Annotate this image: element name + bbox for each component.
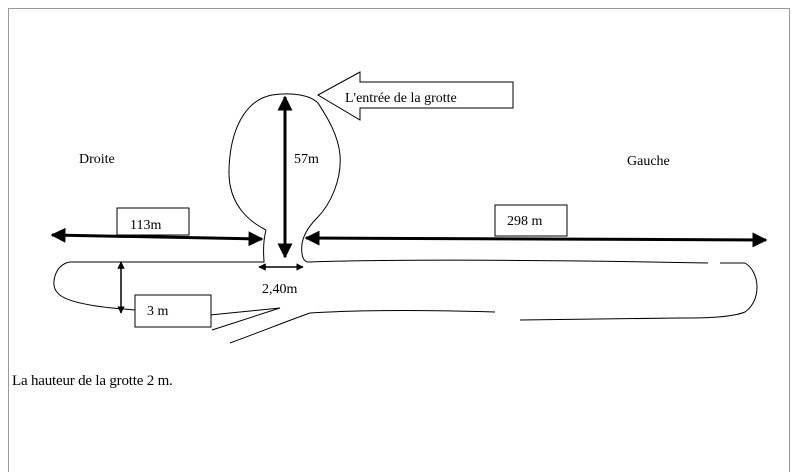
width-label: 2,40m (262, 282, 298, 297)
entrance-arrow-shape (316, 71, 514, 121)
cave-outline-top-right (301, 252, 709, 264)
cave-outline-top-left (53, 229, 267, 311)
shaft-outline (228, 93, 341, 254)
entrance-label: L'entrée de la grotte (345, 91, 457, 106)
cave-outline-bottom-diagonal (229, 312, 311, 344)
cave-outline-right-end (679, 262, 758, 319)
side-height-label: 3 m (147, 304, 169, 319)
side-height-box (134, 294, 212, 328)
depth-label: 57m (294, 152, 319, 167)
cave-height-caption: La hauteur de la grotte 2 m. (12, 373, 173, 389)
left-length-arrow (50, 227, 264, 247)
right-side-label: Gauche (627, 154, 670, 169)
cave-outline-bottom (519, 317, 681, 321)
right-length-label: 298 m (507, 214, 543, 229)
right-length-arrow (304, 230, 768, 248)
page-frame (8, 8, 790, 472)
cave-outline-branch (209, 307, 281, 331)
left-side-label: Droite (79, 152, 115, 167)
cave-outline-bottom-middle (309, 310, 496, 314)
left-length-label: 113m (130, 218, 161, 233)
